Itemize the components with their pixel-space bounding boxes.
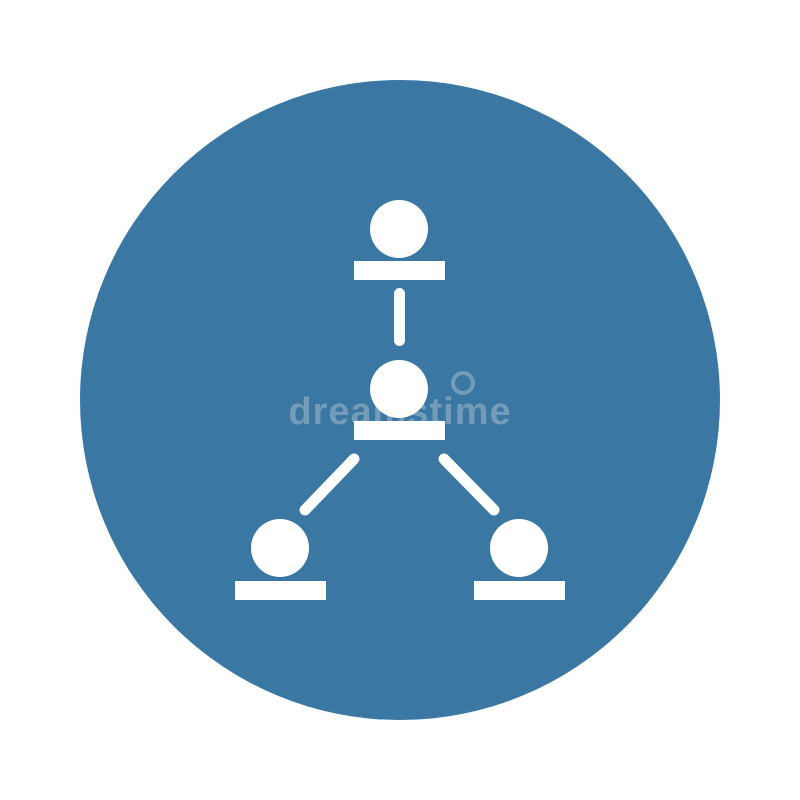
- watermark-logo-icon: [451, 371, 475, 395]
- person-icon-middle: [354, 360, 445, 440]
- person-icon-bottom-right: [474, 519, 565, 600]
- connector-middle-left: [299, 453, 360, 516]
- connector-middle-right: [438, 453, 500, 516]
- connector-top-middle: [394, 288, 405, 346]
- person-icon-top: [354, 200, 445, 280]
- person-icon-bottom-left: [235, 519, 326, 600]
